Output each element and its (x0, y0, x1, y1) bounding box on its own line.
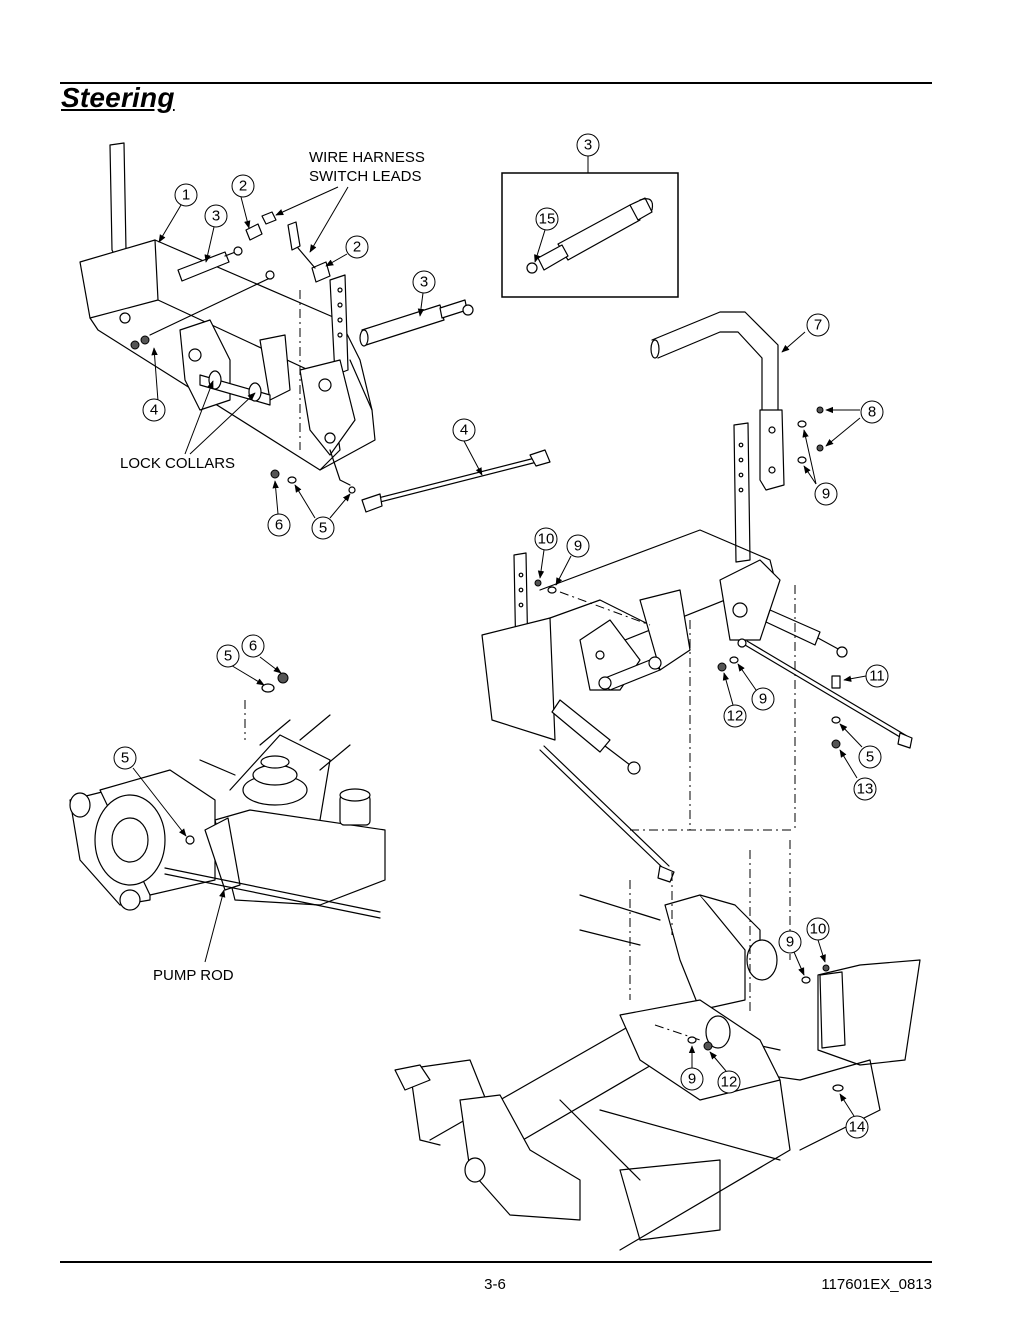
pump-rod-part-4 (348, 449, 551, 513)
callout-11: 11 (865, 664, 889, 688)
callout-6: 6 (267, 513, 291, 537)
spacer-part-11 (831, 675, 841, 689)
svg-text:3: 3 (584, 137, 592, 154)
gas-spring-part-3 (359, 299, 474, 347)
callout-12: 12 (723, 704, 747, 728)
callout-9: 9 (778, 930, 802, 954)
callout-12: 12 (717, 1070, 741, 1094)
label-switch-leads: SWITCH LEADS (309, 168, 422, 185)
bolt-part-8b (816, 444, 824, 452)
callout-8: 8 (860, 400, 884, 424)
svg-text:8: 8 (868, 404, 876, 421)
callout-14: 14 (845, 1115, 869, 1139)
svg-text:13: 13 (857, 781, 874, 798)
hydraulic-pump-assembly (69, 714, 386, 919)
steering-handle-part-7 (650, 311, 785, 491)
page-title: Steering (61, 82, 175, 113)
svg-text:7: 7 (814, 317, 822, 334)
gas-spring-inset (501, 172, 679, 298)
svg-text:2: 2 (239, 178, 247, 195)
washer-part-9-right-frame (801, 976, 811, 984)
nut-part-6-pump (277, 672, 289, 684)
callout-9: 9 (680, 1067, 704, 1091)
svg-text:5: 5 (121, 750, 129, 767)
right-pump-rod (737, 638, 913, 749)
callout-9: 9 (751, 687, 775, 711)
svg-text:15: 15 (539, 211, 556, 228)
leader-lines (132, 156, 867, 1117)
svg-text:2: 2 (353, 239, 361, 256)
svg-text:9: 9 (786, 934, 794, 951)
upper-left-bracket-assembly (79, 142, 376, 486)
callout-2: 2 (345, 235, 369, 259)
callout-10: 10 (806, 917, 830, 941)
callout-5: 5 (216, 644, 240, 668)
bolt-part-10-frame (822, 964, 830, 972)
svg-text:1: 1 (182, 187, 190, 204)
upper-frame-assembly (481, 422, 848, 831)
washer-part-9a (797, 420, 807, 428)
callout-3: 3 (412, 270, 436, 294)
washer-part-9 (729, 656, 739, 664)
svg-text:3: 3 (420, 274, 428, 291)
svg-text:9: 9 (822, 486, 830, 503)
lower-main-frame (394, 840, 921, 1251)
label-lock-collars: LOCK COLLARS (120, 455, 235, 472)
top-rule (60, 82, 932, 84)
svg-text:6: 6 (275, 517, 283, 534)
washer-part-5-right (831, 716, 841, 724)
callout-5: 5 (858, 745, 882, 769)
washer-part-5 (287, 476, 297, 484)
callout-4: 4 (142, 398, 166, 422)
label-pump-rod: PUMP ROD (153, 967, 234, 984)
bolt-part-10 (534, 579, 542, 587)
nut-part-6 (270, 469, 280, 479)
callout-5: 5 (311, 516, 335, 540)
svg-text:11: 11 (869, 668, 885, 685)
svg-text:6: 6 (249, 638, 257, 655)
svg-text:10: 10 (538, 531, 555, 548)
document-id: 117601EX_0813 (821, 1276, 932, 1293)
svg-text:12: 12 (721, 1074, 738, 1091)
svg-text:10: 10 (810, 921, 827, 938)
svg-text:5: 5 (224, 648, 232, 665)
callout-2: 2 (231, 174, 255, 198)
nut-part-12 (717, 662, 727, 672)
svg-text:9: 9 (759, 691, 767, 708)
svg-text:5: 5 (319, 520, 327, 537)
callout-7: 7 (806, 313, 830, 337)
nut-part-12-frame (703, 1041, 713, 1051)
locknut-part-13 (831, 739, 841, 749)
callout-13: 13 (853, 777, 877, 801)
callout-6: 6 (241, 634, 265, 658)
bolt-part-8a (816, 406, 824, 414)
washer-part-9-upper (547, 586, 557, 594)
svg-text:9: 9 (688, 1071, 696, 1088)
svg-text:4: 4 (150, 402, 158, 419)
callout-9: 9 (814, 482, 838, 506)
svg-text:3: 3 (212, 208, 220, 225)
callout-9: 9 (566, 534, 590, 558)
callout-5: 5 (113, 746, 137, 770)
washer-part-5-pump (261, 683, 275, 693)
callout-4: 4 (452, 418, 476, 442)
bottom-rule (60, 1261, 932, 1263)
svg-text:14: 14 (849, 1119, 866, 1136)
svg-text:12: 12 (727, 708, 744, 725)
left-pump-rod (539, 745, 675, 883)
washer-part-9b (797, 456, 807, 464)
callout-3: 3 (576, 133, 600, 157)
callout-1: 1 (174, 183, 198, 207)
page-number: 3-6 (484, 1276, 506, 1293)
plug-part-14 (832, 1084, 844, 1092)
callout-15: 15 (535, 207, 559, 231)
washer-part-9-frame (687, 1036, 697, 1044)
label-wire-harness: WIRE HARNESS (309, 149, 425, 166)
svg-text:5: 5 (866, 749, 874, 766)
callout-10: 10 (534, 527, 558, 551)
svg-text:4: 4 (460, 422, 468, 439)
callout-3: 3 (204, 204, 228, 228)
svg-text:9: 9 (574, 538, 582, 555)
